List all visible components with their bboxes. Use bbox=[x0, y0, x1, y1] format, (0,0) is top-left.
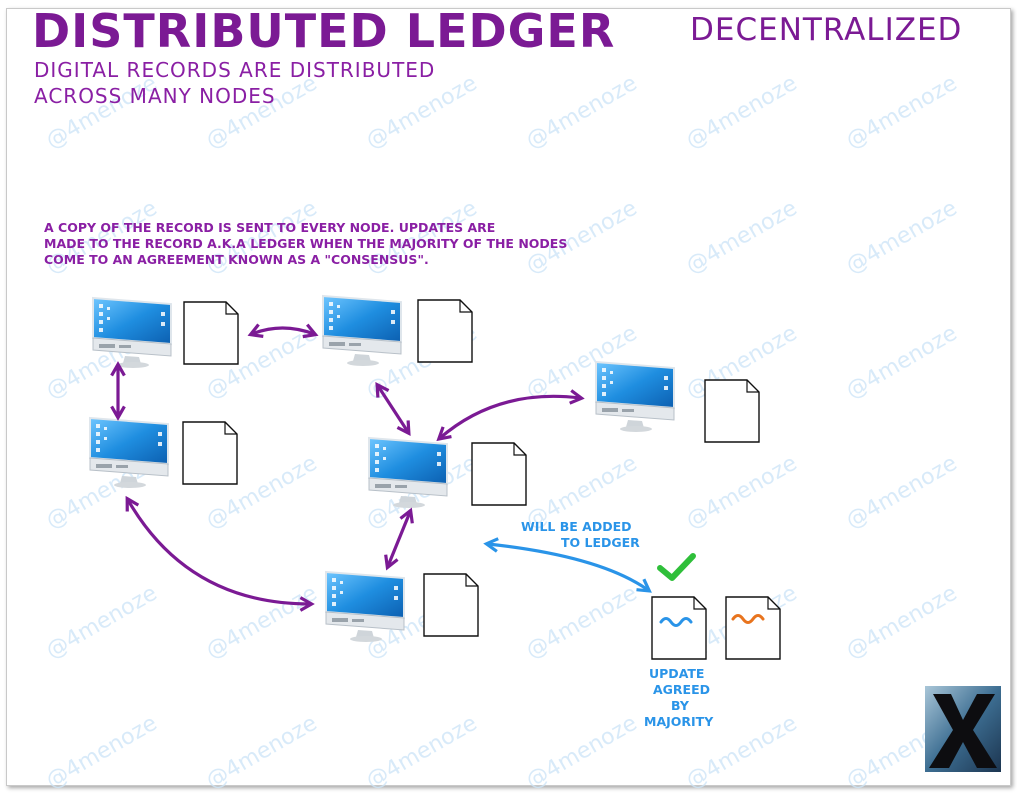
document-icon bbox=[471, 442, 527, 506]
note-line-1: A COPY OF THE RECORD IS SENT TO EVERY NO… bbox=[44, 220, 496, 235]
page-title: DISTRIBUTED LEDGER bbox=[32, 4, 616, 58]
document-icon bbox=[725, 596, 781, 660]
document-icon bbox=[704, 379, 760, 443]
computer-icon bbox=[322, 295, 402, 367]
update-agreed-line-4: MAJORITY bbox=[644, 714, 714, 729]
computer-icon bbox=[89, 417, 169, 489]
note-line-3: COME TO AN AGREEMENT KNOWN AS A "CONSENS… bbox=[44, 252, 429, 267]
connection-arrow bbox=[247, 323, 319, 339]
update-agreed-line-3: BY bbox=[671, 698, 689, 713]
document-icon bbox=[182, 421, 238, 485]
connection-arrow bbox=[384, 507, 414, 571]
note-line-2: MADE TO THE RECORD A.K.A LEDGER WHEN THE… bbox=[44, 236, 568, 251]
subtitle-line-1: DIGITAL RECORDS ARE DISTRIBUTED bbox=[34, 58, 436, 82]
will-be-added-line-1: WILL BE ADDED bbox=[521, 519, 632, 534]
connection-arrow bbox=[375, 381, 411, 437]
connection-arrow bbox=[436, 389, 585, 442]
document-icon bbox=[423, 573, 479, 637]
document-icon bbox=[417, 299, 473, 363]
document-icon bbox=[651, 596, 707, 660]
checkmark-icon bbox=[657, 553, 696, 581]
connection-arrow bbox=[125, 495, 315, 612]
x-logo bbox=[925, 686, 1001, 772]
update-agreed-line-2: AGREED bbox=[653, 682, 711, 697]
computer-icon bbox=[325, 571, 405, 643]
subtitle-line-2: ACROSS MANY NODES bbox=[34, 84, 276, 108]
computer-icon bbox=[92, 297, 172, 369]
will-be-added-line-2: TO LEDGER bbox=[561, 535, 640, 550]
decentralized-tag: DECENTRALIZED bbox=[690, 12, 963, 48]
consensus-note: A COPY OF THE RECORD IS SENT TO EVERY NO… bbox=[44, 220, 567, 268]
computer-icon bbox=[368, 437, 448, 509]
update-agreed-line-1: UPDATE bbox=[649, 666, 705, 681]
document-icon bbox=[183, 301, 239, 365]
computer-icon bbox=[595, 361, 675, 433]
update-arrow bbox=[483, 537, 652, 593]
